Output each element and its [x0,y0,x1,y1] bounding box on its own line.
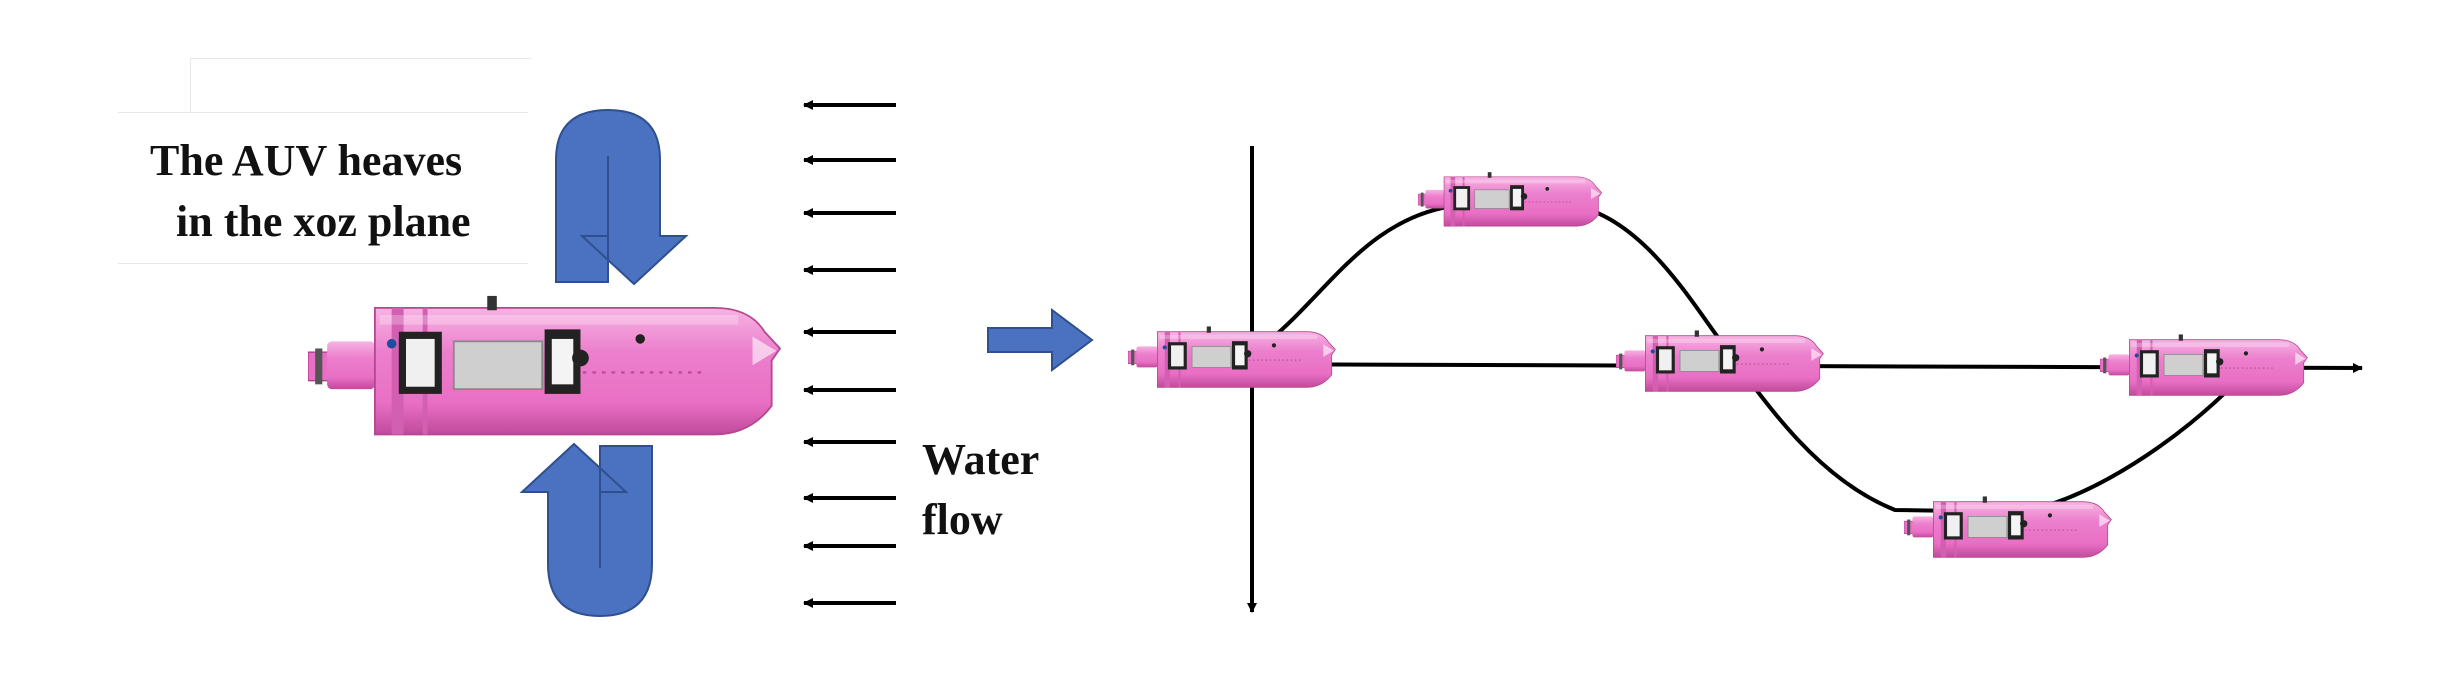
caption-panel-tab [190,58,531,115]
caption-panel [118,112,528,264]
u-turn-arrow-down-icon [519,442,653,618]
auv-vehicle-icon-large [308,294,782,436]
water-flow-label-line-2: flow [922,495,1003,544]
heave-caption-line-2: in the xoz plane [176,197,471,246]
auv-vehicle-icon [1418,171,1603,227]
auv-vehicle-icon [1904,495,2112,558]
auv-vehicle-icon [1128,325,1336,388]
water-flow-label-line-1: Water [922,435,1040,484]
block-arrow-right-icon [987,308,1094,372]
auv-vehicle-icon [1616,329,1824,392]
water-flow-arrows [803,100,896,608]
auv-vehicle-icon [2100,333,2308,396]
heave-caption-line-1: The AUV heaves [150,136,463,185]
u-turn-arrow-up-icon [555,108,689,286]
